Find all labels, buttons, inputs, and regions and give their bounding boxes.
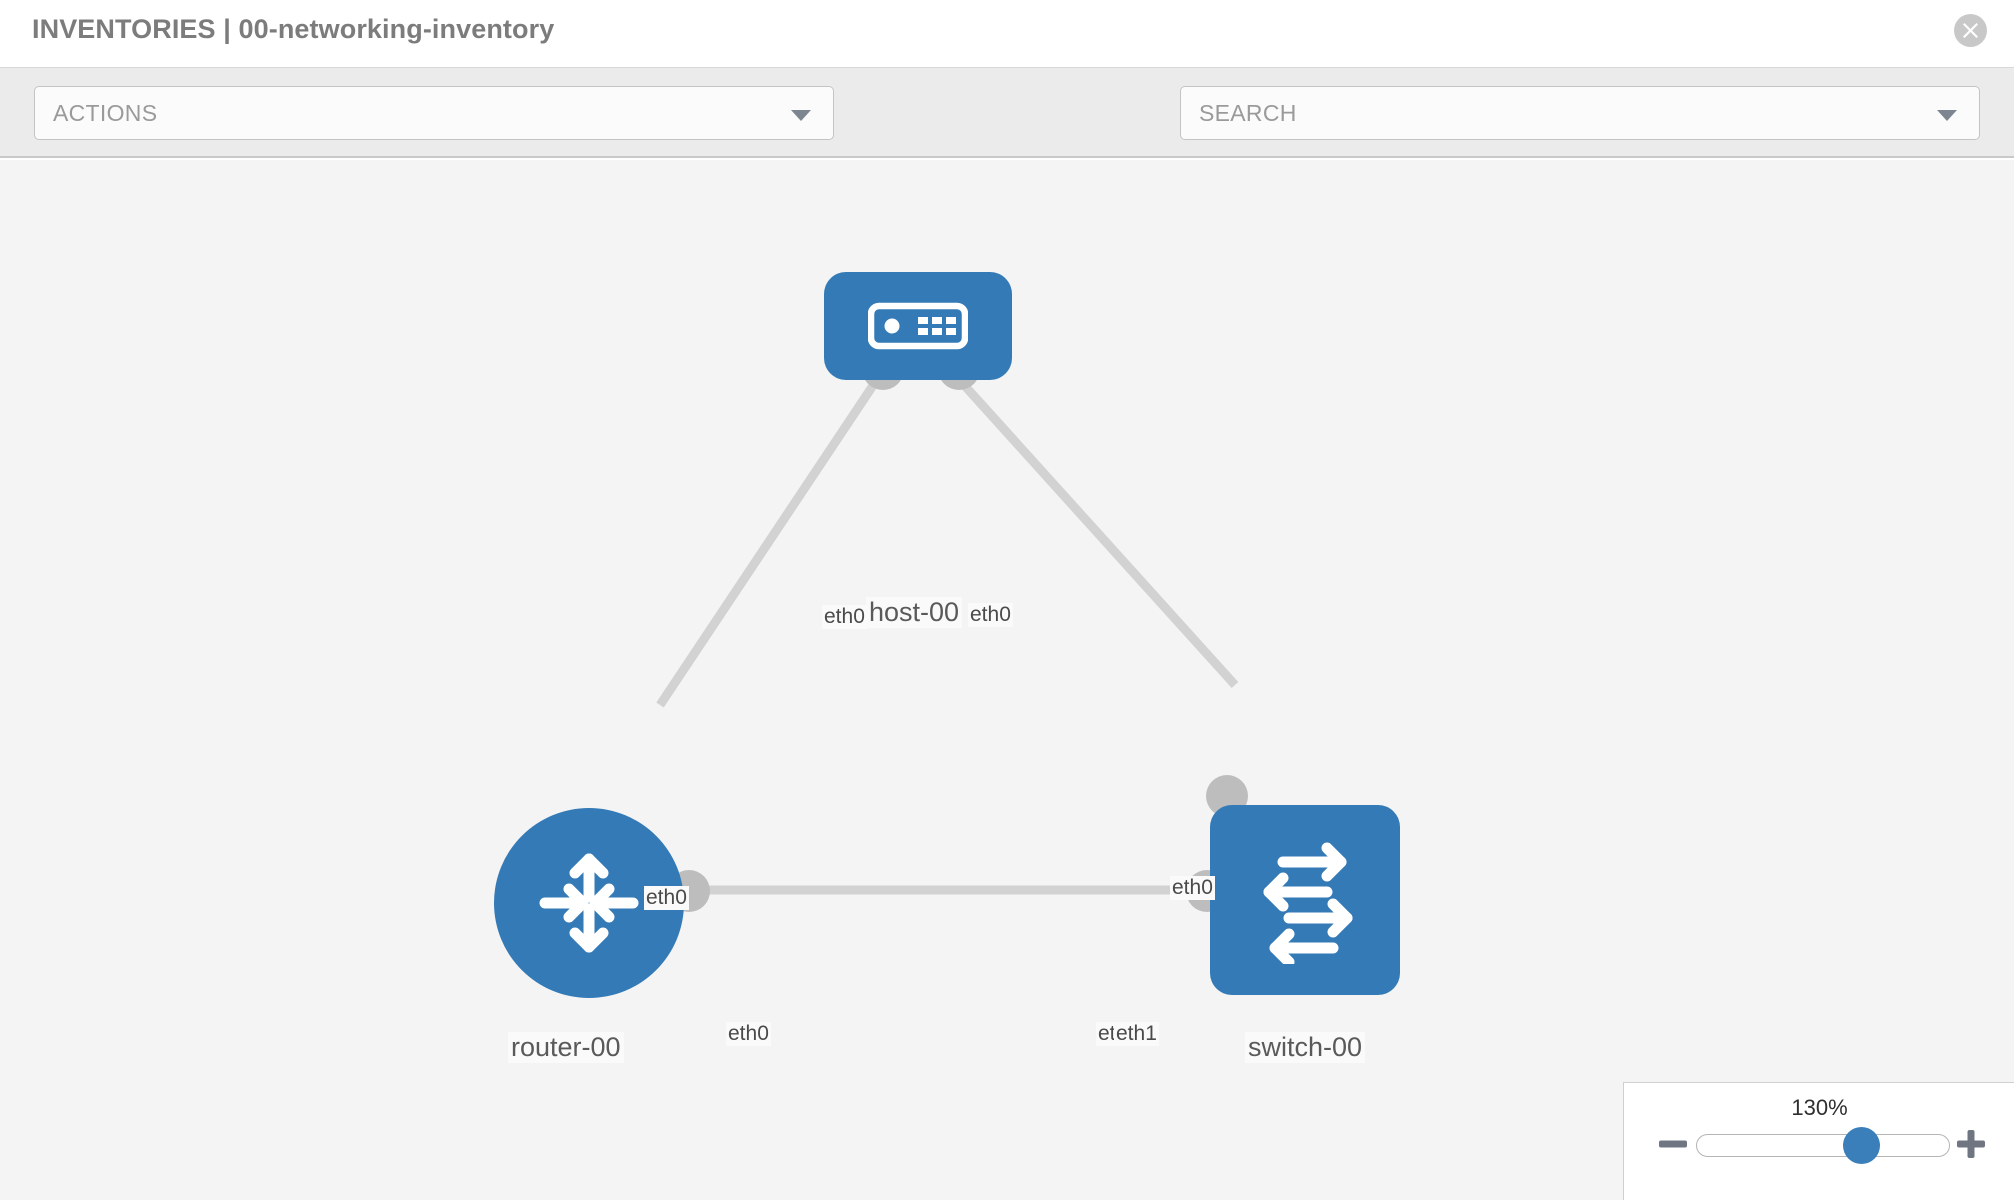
iface-label-router00-uplink-eth0: eth0 (644, 886, 689, 910)
chevron-down-icon (791, 110, 811, 121)
node-host-00[interactable] (824, 272, 1012, 380)
minus-icon[interactable] (1656, 1127, 1690, 1161)
actions-dropdown-label: ACTIONS (53, 100, 158, 126)
zoom-slider-track[interactable] (1696, 1134, 1950, 1157)
topology-canvas[interactable]: host-00 router-0 (0, 160, 2014, 1200)
iface-label-host00-eth0-left: eth0 (822, 605, 867, 629)
zoom-percent-label: 130% (1791, 1095, 1848, 1120)
iface-label-host00-eth0-right: eth0 (968, 603, 1013, 627)
chevron-down-icon[interactable] (1937, 110, 1957, 121)
switch-arrows-icon (1263, 842, 1353, 964)
toolbar: ACTIONS SEARCH (0, 68, 2014, 201)
plus-icon[interactable] (1954, 1127, 1988, 1161)
page-title: INVENTORIES | 00-networking-inventory (32, 14, 555, 44)
close-icon[interactable] (1954, 14, 1987, 47)
server-icon (868, 302, 968, 350)
router-arrows-icon (539, 853, 639, 953)
node-label-router-00: router-00 (508, 1032, 624, 1063)
topology-links (656, 371, 1239, 895)
iface-label-switch00-uplink-eth0: eth0 (1170, 876, 1215, 900)
link-host00-switch00[interactable] (951, 371, 1239, 689)
window-header: INVENTORIES | 00-networking-inventory (0, 0, 2014, 68)
zoom-slider-thumb[interactable] (1843, 1127, 1880, 1164)
link-host00-router00[interactable] (656, 372, 884, 708)
node-label-host-00: host-00 (866, 597, 963, 628)
actions-dropdown[interactable]: ACTIONS (34, 86, 834, 140)
iface-label-router00-eth0: eth0 (726, 1022, 771, 1046)
zoom-control-panel: 130% (1623, 1082, 2014, 1200)
search-placeholder: SEARCH (1199, 100, 1297, 126)
node-switch-00[interactable] (1210, 805, 1400, 995)
iface-label-switch00-eth1: eth1 (1114, 1022, 1159, 1046)
node-label-switch-00: switch-00 (1245, 1032, 1366, 1063)
search-input[interactable]: SEARCH (1180, 86, 1980, 140)
